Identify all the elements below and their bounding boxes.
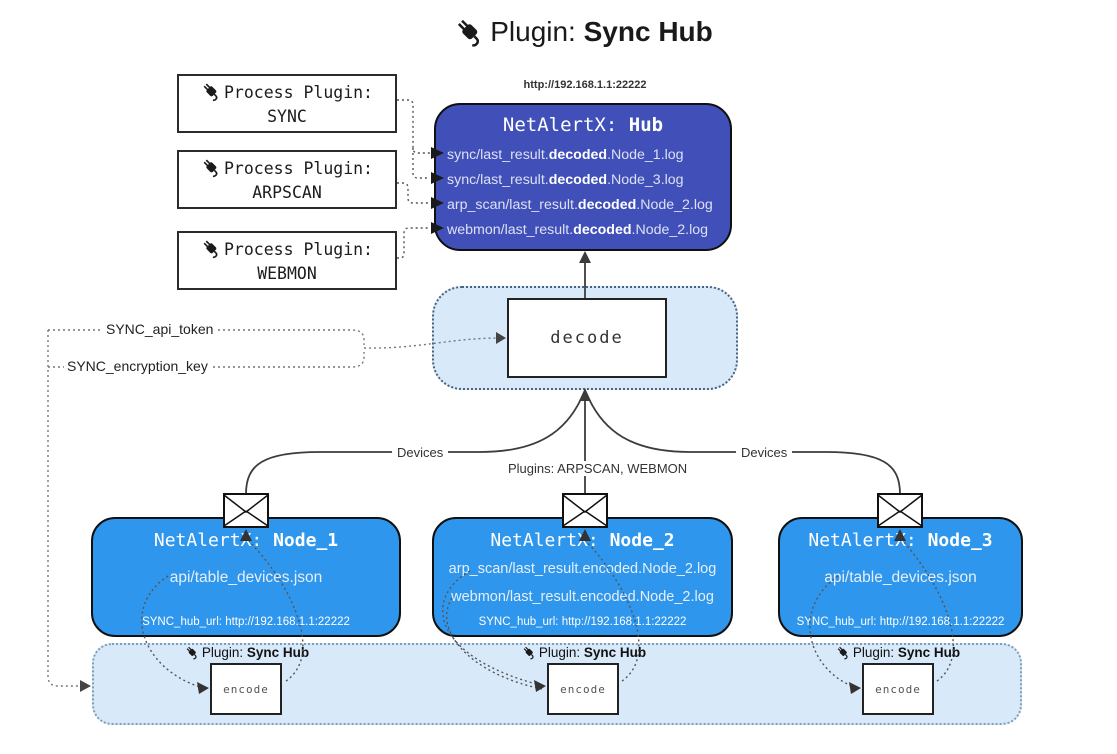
log-post: .Node_3.log — [607, 172, 684, 188]
node-title-prefix: NetAlertX: — [153, 530, 274, 551]
log-pre: arp_scan/last_result. — [447, 197, 578, 213]
encoder-label-name: Sync Hub — [897, 645, 961, 660]
sync-api-token-label: SYNC_api_token — [103, 321, 217, 337]
plug-icon — [454, 16, 486, 48]
plug-icon — [201, 157, 222, 178]
plug-icon — [201, 81, 222, 102]
process-plugin-label-row: Process Plugin: — [179, 238, 395, 262]
plug-icon — [185, 645, 200, 660]
node-title-name: Node_1 — [273, 530, 339, 551]
title-name: Sync Hub — [583, 16, 713, 47]
node-title-prefix: NetAlertX: — [490, 530, 610, 551]
process-plugin-label: Process Plugin: — [223, 240, 373, 259]
hub-title-prefix: NetAlertX: — [502, 114, 629, 136]
log-bold: decoded — [577, 197, 637, 213]
plug-icon — [522, 645, 537, 660]
decode-box: decode — [507, 298, 667, 378]
node-hub-url: SYNC_hub_url: http://192.168.1.1:22222 — [142, 616, 350, 628]
node-3-box: NetAlertX: Node_3 api/table_devices.json… — [778, 517, 1023, 637]
hub-url-label: http://192.168.1.1:22222 — [523, 79, 647, 91]
node-file: api/table_devices.json — [824, 569, 977, 586]
node-2-box: NetAlertX: Node_2 arp_scan/last_result.e… — [432, 517, 733, 637]
encoder-label-name: Sync Hub — [246, 645, 310, 660]
log-bold: decoded — [548, 172, 608, 188]
page-title: Plugin: Sync Hub — [50, 16, 1117, 48]
log-pre: sync/last_result. — [447, 172, 549, 188]
connector-plugins-to-hub — [397, 99, 430, 259]
encoder-label-prefix: Plugin: — [201, 645, 247, 660]
process-plugin-sync: Process Plugin: SYNC — [177, 74, 397, 133]
node-title-name: Node_2 — [609, 530, 675, 551]
node-1-box: NetAlertX: Node_1 api/table_devices.json… — [91, 517, 401, 637]
encoder-plugin-label: Plugin: Sync Hub — [185, 645, 309, 660]
hub-log-line: arp_scan/last_result.decoded.Node_2.log — [436, 193, 730, 218]
process-plugin-label-row: Process Plugin: — [179, 157, 395, 181]
node-title-name: Node_3 — [927, 530, 993, 551]
hub-log-list: sync/last_result.decoded.Node_1.log sync… — [436, 143, 730, 243]
encoder-label-prefix: Plugin: — [852, 645, 898, 660]
hub-log-line: sync/last_result.decoded.Node_1.log — [436, 143, 730, 168]
process-plugin-label-row: Process Plugin: — [179, 81, 395, 105]
log-post: .Node_1.log — [607, 147, 684, 163]
node-title: NetAlertX: Node_3 — [780, 530, 1021, 554]
log-post: .Node_2.log — [631, 222, 709, 238]
process-plugin-name: SYNC — [267, 107, 307, 126]
encoder-plugin-label: Plugin: Sync Hub — [522, 645, 646, 660]
plug-icon — [836, 645, 851, 660]
log-pre: webmon/last_result. — [447, 222, 574, 238]
encoder-label-name: Sync Hub — [583, 645, 647, 660]
log-bold: decoded — [573, 222, 632, 238]
node-title: NetAlertX: Node_1 — [93, 530, 399, 554]
node-hub-url: SYNC_hub_url: http://192.168.1.1:22222 — [796, 616, 1005, 628]
encode-box: encode — [210, 663, 282, 715]
node-title-prefix: NetAlertX: — [808, 530, 928, 551]
encoder-plugin-label: Plugin: Sync Hub — [836, 645, 960, 660]
node-file: arp_scan/last_result.encoded.Node_2.log — [448, 561, 717, 577]
encode-box: encode — [862, 663, 934, 715]
node-file: api/table_devices.json — [169, 569, 323, 586]
hub-log-line: sync/last_result.decoded.Node_3.log — [436, 168, 730, 193]
process-plugin-label: Process Plugin: — [223, 159, 373, 178]
plug-icon — [201, 238, 222, 259]
hub-box: NetAlertX: Hub sync/last_result.decoded.… — [434, 103, 732, 251]
edge-label-devices-left: Devices — [392, 445, 449, 460]
hub-title-name: Hub — [628, 114, 664, 136]
process-plugin-label: Process Plugin: — [223, 83, 373, 102]
process-plugin-name: ARPSCAN — [252, 183, 322, 202]
edge-label-plugins: Plugins: ARPSCAN, WEBMON — [503, 461, 693, 476]
process-plugin-arpscan: Process Plugin: ARPSCAN — [177, 150, 397, 209]
log-bold: decoded — [548, 147, 608, 163]
process-plugin-webmon: Process Plugin: WEBMON — [177, 231, 397, 290]
title-prefix: Plugin: — [490, 16, 584, 47]
sync-encryption-key-label: SYNC_encryption_key — [64, 358, 211, 374]
hub-title: NetAlertX: Hub — [436, 114, 730, 140]
edge-label-devices-right: Devices — [736, 445, 793, 460]
log-pre: sync/last_result. — [447, 147, 549, 163]
encoder-label-prefix: Plugin: — [538, 645, 584, 660]
node-title: NetAlertX: Node_2 — [434, 530, 731, 554]
node-hub-url: SYNC_hub_url: http://192.168.1.1:22222 — [478, 616, 687, 628]
process-plugin-name: WEBMON — [257, 264, 317, 283]
log-post: .Node_2.log — [636, 197, 713, 213]
hub-log-line: webmon/last_result.decoded.Node_2.log — [436, 218, 730, 243]
encode-box: encode — [547, 663, 619, 715]
node-file: webmon/last_result.encoded.Node_2.log — [451, 589, 714, 605]
connector-nodes-to-decode — [245, 398, 901, 495]
